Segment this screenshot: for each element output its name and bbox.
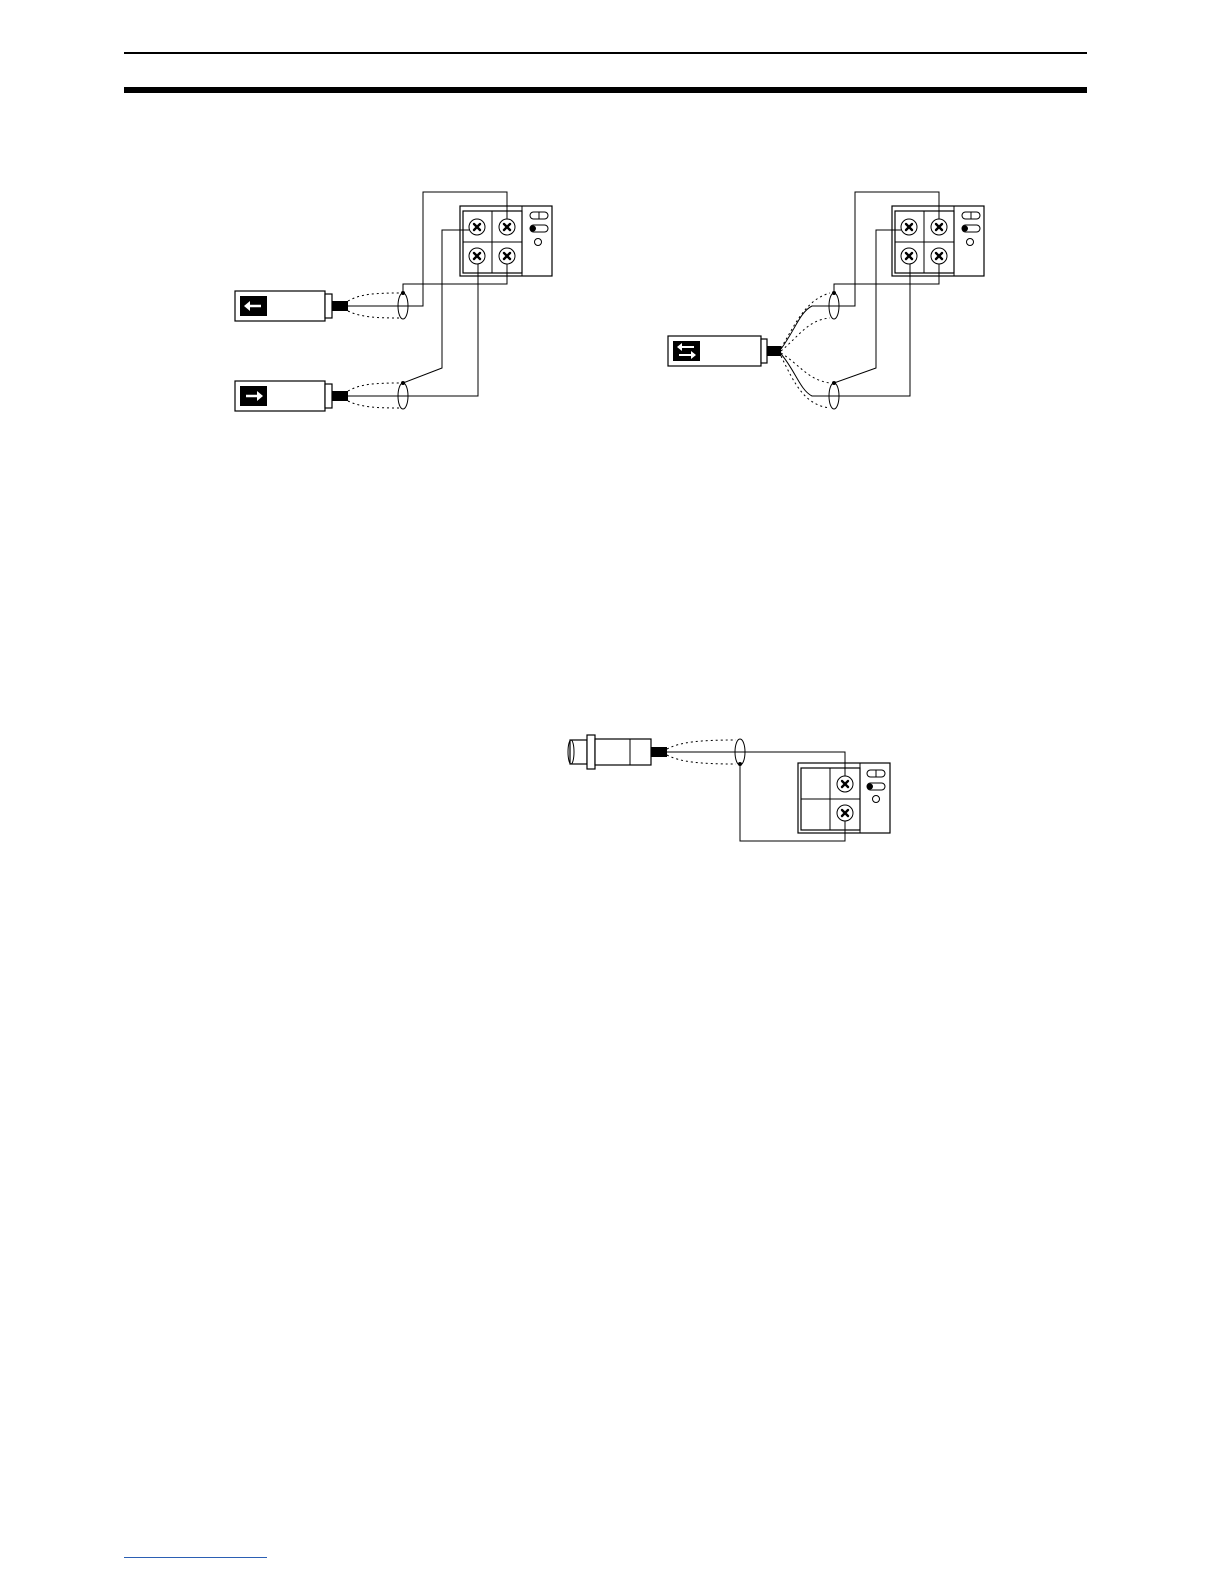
amplifier-2-terminal [798, 763, 890, 833]
terminal-screw-icon [837, 805, 853, 821]
cylindrical-sensor [568, 735, 667, 769]
footer-link-underline [124, 1557, 267, 1558]
terminal-screw-icon [837, 776, 853, 792]
